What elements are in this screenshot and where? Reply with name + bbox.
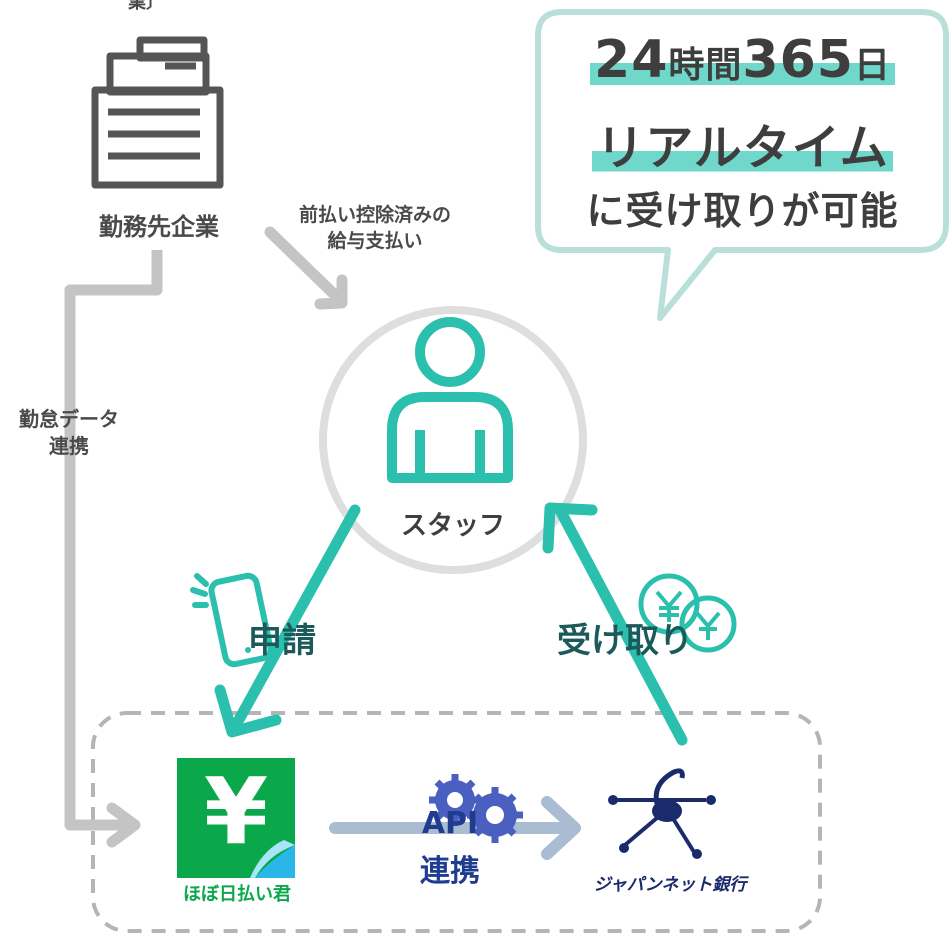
- apply-label: 申請: [248, 621, 316, 661]
- staff-label: スタッフ: [400, 511, 505, 541]
- payment-label-line1: 前払い控除済みの: [298, 204, 451, 226]
- attendance-connector: [64, 250, 163, 848]
- bubble-line-1: 24時間365日: [545, 30, 940, 90]
- company-label: 勤務先企業: [99, 213, 219, 241]
- payment-label-line2: 給与支払い: [327, 230, 423, 252]
- bubble-days: 365: [742, 30, 854, 90]
- bubble-realtime: リアルタイム: [592, 120, 893, 176]
- payment-arrow: [264, 226, 348, 310]
- app-logo: [177, 758, 295, 878]
- api-label-line1: API: [421, 806, 479, 841]
- building-icon: [91, 36, 224, 189]
- api-label-line2: 連携: [420, 854, 480, 889]
- receive-label: 受け取り: [557, 621, 693, 661]
- smartphone-icon: [190, 572, 274, 668]
- bubble-days-unit: 日: [853, 45, 891, 86]
- yen-symbol: ¥: [203, 758, 268, 865]
- attendance-label-line1: 勤怠データ: [19, 407, 119, 431]
- top-partial-label: 業〕: [128, 0, 164, 13]
- bubble-line-3: に受け取りが可能: [586, 189, 899, 233]
- bubble-line-2: リアルタイム: [545, 108, 940, 178]
- bank-name: ジャパンネット銀行: [593, 875, 747, 895]
- coins-icon: [638, 573, 737, 653]
- bubble-hours: 24: [594, 30, 669, 90]
- bank-logo-icon: [608, 768, 716, 859]
- bubble-text: 24時間365日 リアルタイム に受け取りが可能: [545, 30, 940, 245]
- person-icon: [387, 317, 513, 483]
- apply-arrow: [214, 504, 361, 738]
- receive-arrow: [542, 502, 688, 746]
- attendance-label-line2: 連携: [49, 434, 89, 458]
- gears-icon: [429, 774, 523, 843]
- staff-circle: [319, 306, 587, 574]
- bubble-hours-unit: 時間: [668, 45, 743, 86]
- app-name: ほぼ日払い君: [183, 884, 291, 905]
- api-arrow: [329, 796, 581, 860]
